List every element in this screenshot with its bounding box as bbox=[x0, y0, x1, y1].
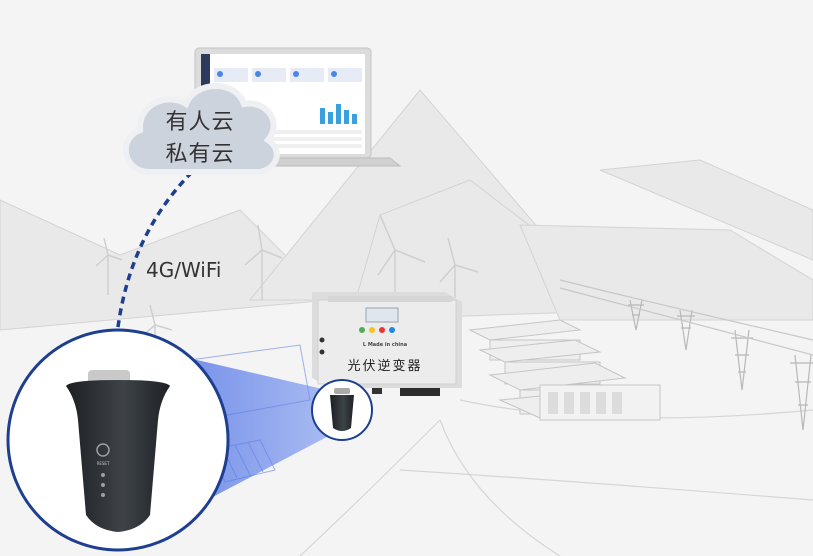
cloud-label-line2: 私有云 bbox=[165, 142, 235, 167]
dongle-small bbox=[311, 379, 373, 441]
dongle-icon: RESET bbox=[6, 328, 230, 552]
made-in-label: L Made in china bbox=[362, 342, 408, 348]
cloud-label-line1: 有人云 bbox=[165, 110, 235, 135]
cloud-icon bbox=[122, 83, 280, 176]
inverter-icon bbox=[312, 292, 462, 396]
inverter-label: 光伏逆变器 bbox=[347, 359, 423, 374]
reset-label: RESET bbox=[97, 461, 110, 466]
ground-roads bbox=[299, 399, 813, 556]
power-tower-icon bbox=[559, 279, 813, 431]
battery-rack-icon bbox=[468, 319, 661, 421]
network-label: 4G/WiFi bbox=[146, 258, 222, 282]
mountains bbox=[0, 89, 813, 331]
